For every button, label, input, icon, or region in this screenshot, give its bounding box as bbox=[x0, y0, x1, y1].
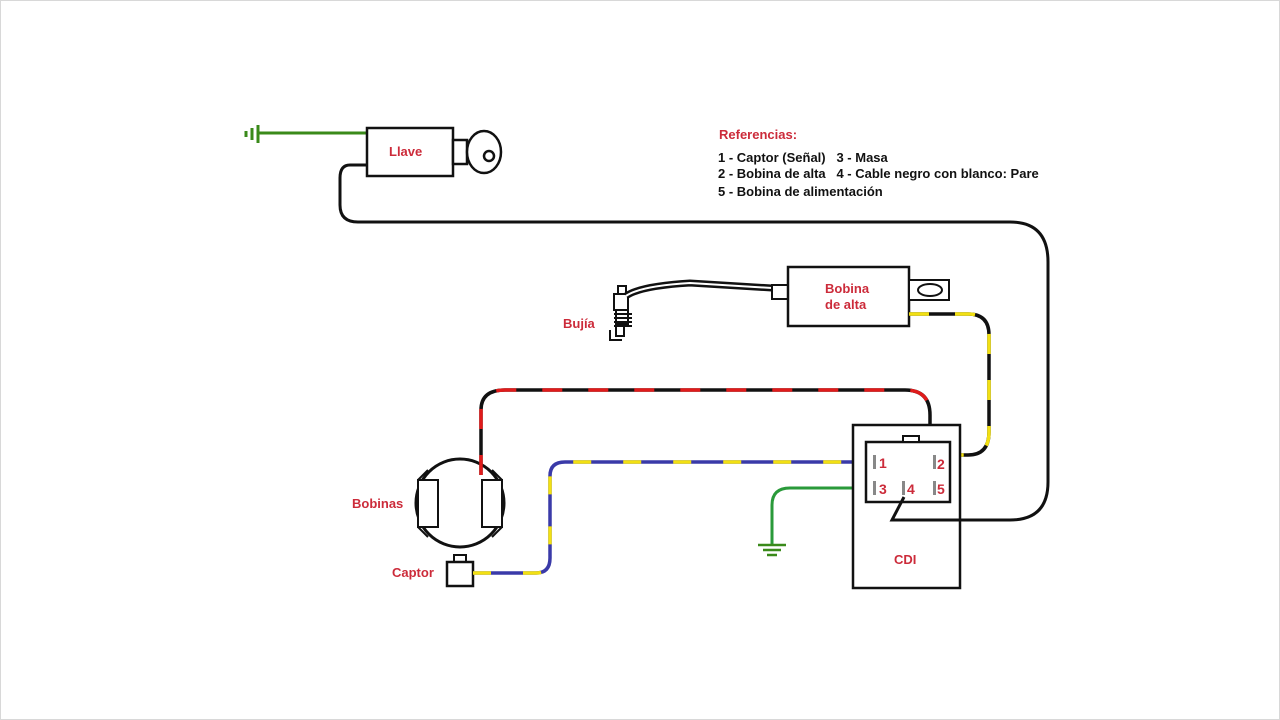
cdi-unit bbox=[851, 423, 962, 590]
wire-pin4 bbox=[889, 496, 960, 522]
label-captor: Captor bbox=[392, 565, 434, 580]
label-cdi: CDI bbox=[894, 552, 916, 567]
cdi-pin-4: 4 bbox=[907, 481, 915, 497]
cdi-pin-2: 2 bbox=[937, 456, 945, 472]
wire-key-cdi bbox=[338, 163, 1050, 522]
pickup-icon bbox=[445, 554, 475, 588]
stator-icon bbox=[414, 457, 506, 549]
wire-pin3-ground bbox=[770, 486, 868, 544]
label-bobina-alta-1: Bobina bbox=[825, 281, 870, 296]
label-bujia: Bujía bbox=[563, 316, 596, 331]
label-llave: Llave bbox=[389, 144, 422, 159]
cdi-pin-3: 3 bbox=[879, 481, 887, 497]
spark-plug-icon bbox=[609, 285, 632, 341]
reference-line-3: 5 - Bobina de alimentación bbox=[718, 184, 883, 199]
key-icon bbox=[365, 126, 503, 178]
cdi-pin-5: 5 bbox=[937, 481, 945, 497]
label-bobinas: Bobinas bbox=[352, 496, 403, 511]
ground-icon bbox=[758, 543, 786, 557]
label-bobina-alta-2: de alta bbox=[825, 297, 867, 312]
cdi-pin-1: 1 bbox=[879, 455, 887, 471]
references-title: Referencias: bbox=[719, 127, 797, 142]
ignition-coil bbox=[771, 265, 950, 328]
wire-plug-coil bbox=[623, 279, 773, 299]
ground-icon bbox=[244, 125, 260, 143]
reference-line-2: 2 - Bobina de alta 4 - Cable negro con b… bbox=[718, 166, 1039, 181]
wire-pickup-pin1 bbox=[473, 460, 868, 575]
reference-line-1: 1 - Captor (Señal) 3 - Masa bbox=[718, 150, 889, 165]
references-legend: Referencias: 1 - Captor (Señal) 3 - Masa… bbox=[718, 127, 1039, 199]
